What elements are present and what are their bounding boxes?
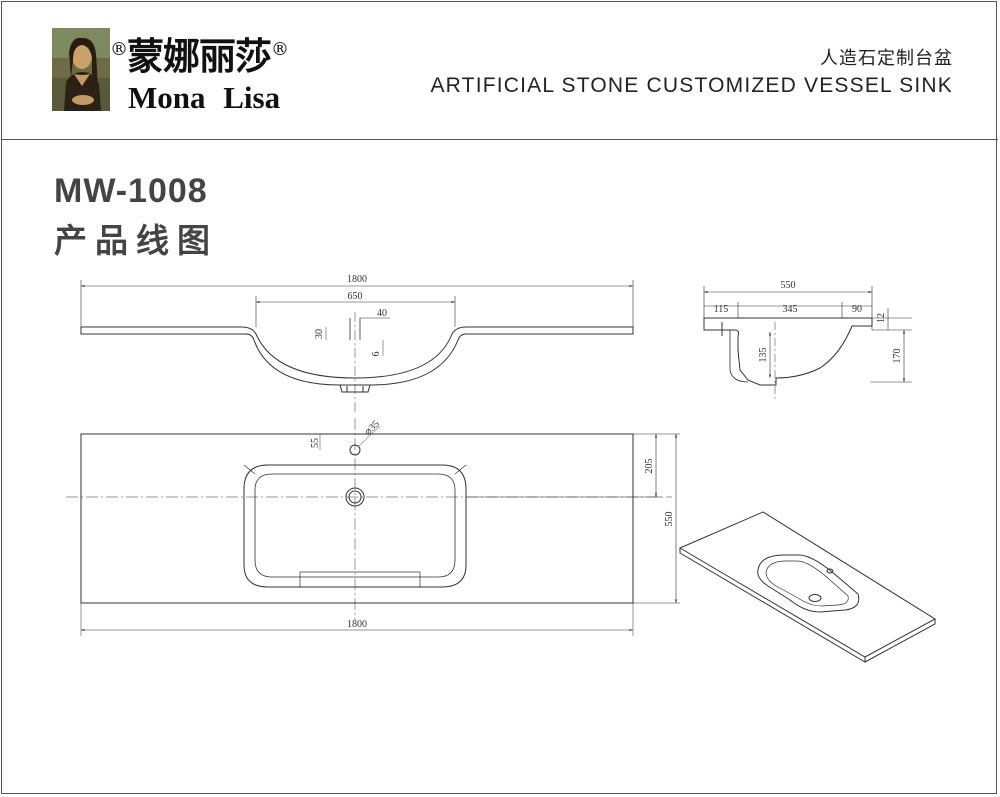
dim-front-slab-thickness: 6 [371,352,382,357]
dim-top-tap-diameter: ⌀35 [363,419,382,438]
perspective-view [678,511,936,663]
subtitle-cn: 人造石定制台盆 [820,48,953,68]
mona-lisa-portrait-icon [52,28,110,111]
dim-side-bowl-depth: 135 [758,348,769,363]
header-divider [1,139,998,140]
brand-name-en: Mona Lisa [128,80,281,115]
dim-top-tap-offset: 55 [310,438,321,448]
dim-side-overall-height: 170 [892,349,903,364]
dim-top-overall-depth: 550 [664,512,675,527]
dim-front-tap-depth: 30 [314,329,325,339]
dim-front-basin-width: 650 [348,291,363,302]
dim-side-slab-thickness: 12 [876,313,887,323]
dim-side-front-rim: 115 [714,304,729,315]
product-caption-cn: 产品线图 [54,222,218,259]
dim-front-tap-offset: 40 [377,308,387,319]
model-number: MW-1008 [54,172,208,210]
brand-name-cn: ®蒙娜丽莎® [110,34,289,78]
dim-side-basin-depth: 345 [783,304,798,315]
top-plan-view [66,418,680,636]
front-elevation-view [80,280,634,415]
dim-front-overall-length: 1800 [347,274,367,285]
dim-side-overall-depth: 550 [781,280,796,291]
dim-top-basin-to-back: 205 [644,459,655,474]
dim-side-back-rim: 90 [852,304,862,315]
dim-top-overall-length: 1800 [347,619,367,630]
side-section-view [703,286,912,400]
subtitle-en: ARTIFICIAL STONE CUSTOMIZED VESSEL SINK [430,74,953,97]
